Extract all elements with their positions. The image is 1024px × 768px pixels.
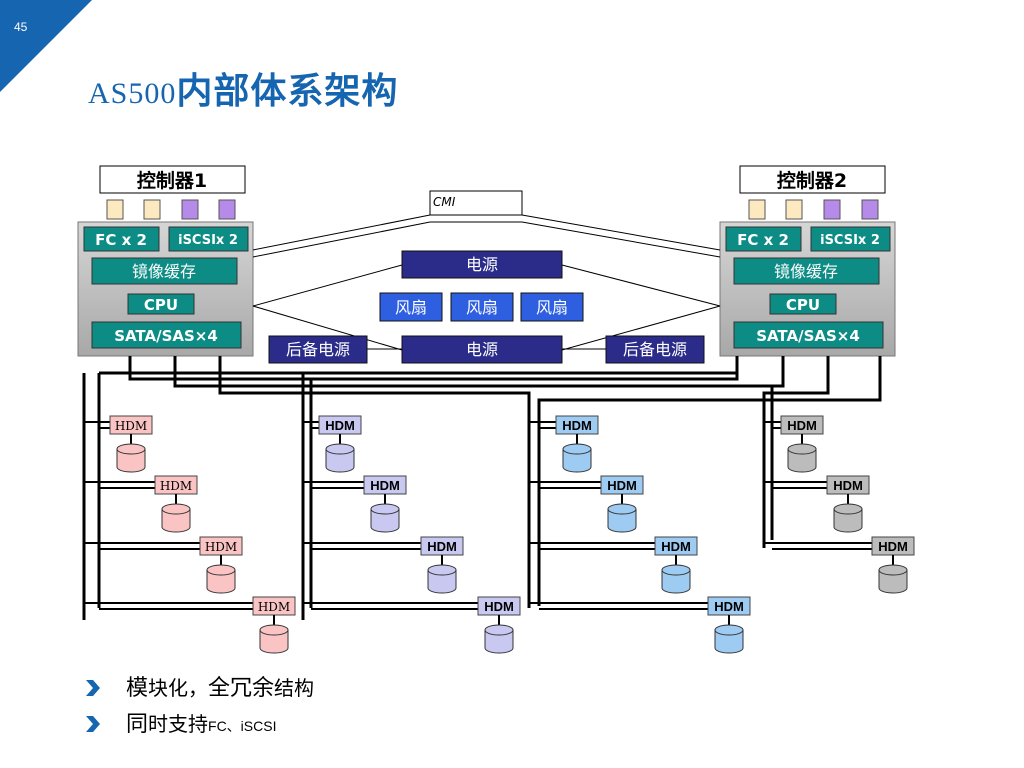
bullet-text-2: 同时支持FC、iSCSI: [126, 712, 277, 737]
disk-icon: [161, 503, 191, 533]
backup-power-right: 后备电源: [623, 340, 687, 359]
hdm-module: HDM: [529, 475, 644, 533]
hdm-module: HDM: [84, 596, 296, 654]
hdm-module: HDM: [764, 415, 824, 473]
hdm-label: HDM: [661, 539, 691, 554]
disk-icon: [116, 443, 146, 473]
controller-1: 控制器1 FC x 2 iSCSIx 2 镜像缓存 CPU SATA/SAS×4: [77, 165, 254, 357]
controller-2-iscsi: iSCSIx 2: [820, 233, 880, 248]
disk-icon: [370, 503, 400, 533]
controller-2: 控制器2 FC x 2 iSCSIx 2 镜像缓存 CPU SATA/SAS×4: [719, 165, 896, 357]
controller-2-port-2: [785, 199, 803, 220]
disk-icon: [878, 564, 908, 594]
hdm-module: HDM: [84, 536, 243, 594]
chevron-right-icon: [86, 716, 100, 732]
power-top: 电源: [466, 255, 498, 274]
hdm-module: HDM: [84, 415, 153, 473]
controller-1-port-4: [218, 199, 236, 220]
controller-1-port-2: [143, 199, 161, 220]
controller-1-label: 控制器1: [137, 169, 207, 192]
corner-decoration: [0, 0, 92, 92]
controller-2-port-1: [748, 199, 766, 220]
hdm-label: HDM: [115, 419, 147, 433]
disk-icon: [259, 624, 289, 654]
cmi-label: CMI: [433, 195, 456, 209]
disk-icon: [833, 503, 863, 533]
disk-icon: [206, 564, 236, 594]
controller-1-iscsi: iSCSIx 2: [178, 233, 238, 248]
hdm-label: HDM: [325, 418, 355, 433]
hdm-label: HDM: [370, 478, 400, 493]
disk-icon: [714, 624, 744, 654]
controller-2-fc: FC x 2: [737, 231, 789, 249]
disk-icon: [484, 624, 514, 654]
hdm-label: HDM: [714, 599, 744, 614]
bullet-text-1: 模块化，全冗余结构: [126, 676, 315, 701]
hdm-label: HDM: [160, 479, 192, 493]
hdm-module: HDM: [529, 415, 599, 473]
hdm-module: HDM: [529, 596, 751, 654]
page-title: AS500内部体系架构: [88, 62, 398, 114]
controller-2-cache: 镜像缓存: [774, 262, 838, 281]
hdm-module: HDM: [303, 596, 521, 654]
power-bottom: 电源: [466, 340, 498, 359]
hdm-module: HDM: [764, 536, 915, 594]
hdm-module: HDM: [764, 475, 870, 533]
hdm-label: HDM: [205, 540, 237, 554]
controller-1-port-3: [181, 199, 199, 220]
title-cjk: 内部体系架构: [176, 71, 399, 112]
hdm-label: HDM: [484, 599, 514, 614]
hdm-module: HDM: [303, 536, 464, 594]
backup-power-left: 后备电源: [286, 340, 350, 359]
controller-2-port-4: [861, 199, 879, 220]
hdm-layer: HDM HDM HDM HDM HDM HDM HDM HDM HDM HDM HDM HDM HDM H…: [84, 415, 915, 654]
disk-icon: [661, 564, 691, 594]
slide-number: 45: [14, 20, 28, 34]
hdm-label: HDM: [833, 478, 863, 493]
hdm-module: HDM: [529, 536, 698, 594]
disk-icon: [607, 503, 637, 533]
hdm-label: HDM: [878, 539, 908, 554]
controller-1-cache: 镜像缓存: [132, 262, 196, 281]
hdm-label: HDM: [607, 478, 637, 493]
hdm-module: HDM: [303, 475, 407, 533]
controller-1-fc: FC x 2: [95, 231, 147, 249]
disk-icon: [562, 443, 592, 473]
controller-2-label: 控制器2: [777, 169, 847, 192]
chevron-right-icon: [86, 680, 100, 696]
power-lines: [252, 264, 721, 351]
disk-icon: [427, 564, 457, 594]
fan-1: 风扇: [395, 298, 427, 317]
title-latin: AS500: [88, 77, 177, 110]
fan-2: 风扇: [466, 298, 498, 317]
controller-2-cpu: CPU: [786, 296, 820, 314]
disk-icon: [787, 443, 817, 473]
fan-3: 风扇: [536, 298, 568, 317]
controller-2-port-3: [823, 199, 841, 220]
hdm-module: HDM: [84, 475, 198, 533]
hdm-label: HDM: [562, 418, 592, 433]
hdm-label: HDM: [258, 600, 290, 614]
controller-1-cpu: CPU: [144, 296, 178, 314]
hdm-label: HDM: [427, 539, 457, 554]
controller-1-sata: SATA/SAS×4: [114, 327, 218, 345]
hdm-label: HDM: [787, 418, 817, 433]
controller-2-sata: SATA/SAS×4: [756, 327, 860, 345]
disk-icon: [325, 443, 355, 473]
sas-buses: [82, 356, 882, 620]
controller-1-port-1: [106, 199, 124, 220]
hdm-module: HDM: [303, 415, 362, 473]
